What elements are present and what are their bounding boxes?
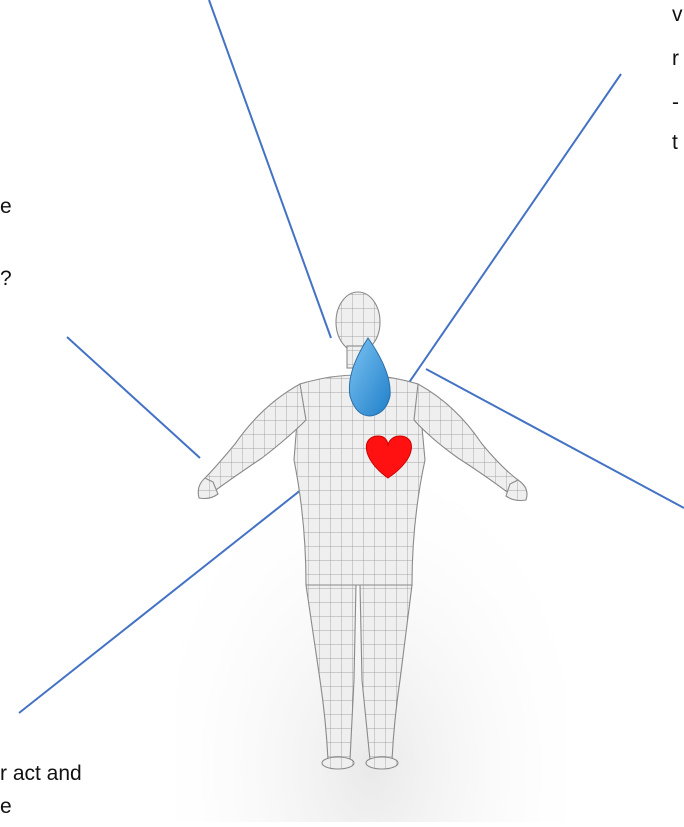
left-text-fragment-2: ? (0, 268, 12, 289)
right-text-fragment-1: v (672, 4, 683, 25)
bottom-text-fragment-1: r act and (0, 763, 82, 784)
right-text-fragment-3: - (672, 92, 679, 113)
right-text-fragment-2: r (672, 48, 679, 69)
figure-left-foot (322, 757, 354, 769)
left-text-fragment-1: e (0, 196, 12, 217)
bottom-text-fragment-2: e (0, 796, 12, 822)
figure-right-foot (366, 757, 398, 769)
right-text-fragment-4: t (672, 132, 678, 153)
figure-head (336, 292, 380, 352)
